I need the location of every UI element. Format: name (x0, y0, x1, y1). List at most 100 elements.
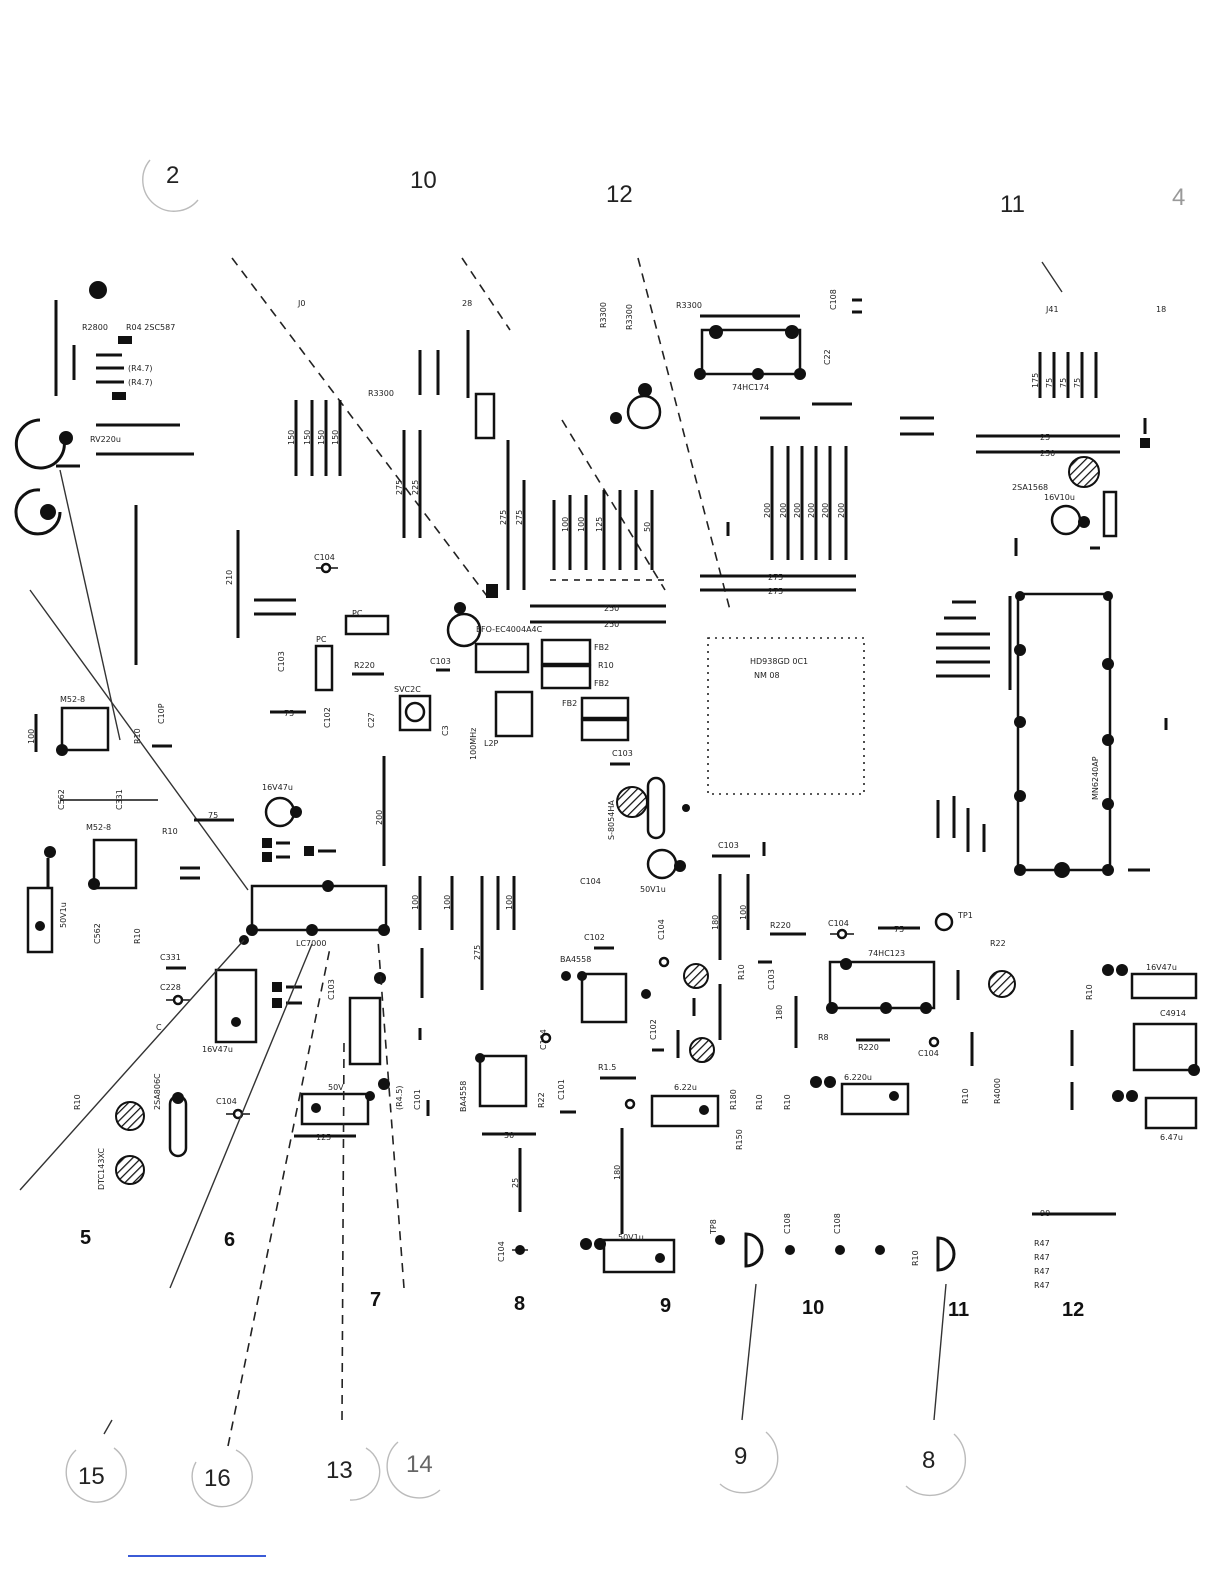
label-c331-b: C331 (160, 953, 181, 962)
svg-text:75: 75 (1045, 378, 1054, 388)
callout-bottom-9: 9 (719, 1431, 779, 1494)
label-rv: RV220u (90, 435, 121, 444)
leader-line (227, 947, 331, 1447)
svg-text:C3: C3 (441, 725, 450, 736)
svg-text:150: 150 (303, 430, 312, 445)
callout-label: 11 (1000, 191, 1025, 218)
callout-top-10: 10 (410, 167, 437, 194)
resistor-array-200: 200 200 200 200 200 200 (763, 446, 848, 560)
callout-label: 12 (606, 181, 633, 208)
label-m52-8-b: M52-8 (86, 823, 111, 832)
callout-label: 13 (326, 1457, 353, 1484)
svg-text:R4000: R4000 (993, 1078, 1002, 1104)
svg-text:200: 200 (793, 503, 802, 518)
section-number-12: 12 (1062, 1299, 1084, 1321)
callout-bottom-14: 14 (386, 1441, 441, 1499)
callout-label: 8 (922, 1447, 935, 1474)
label-r47-a: R47 (1034, 1239, 1050, 1248)
svg-text:250: 250 (604, 620, 619, 629)
svg-text:200: 200 (837, 503, 846, 518)
leader-line (231, 257, 491, 601)
leader-line (741, 1283, 757, 1421)
label-c228: C228 (160, 983, 181, 992)
section-number-6: 6 (224, 1229, 235, 1251)
label-c101-b: C101 (557, 1079, 566, 1100)
svg-text:R150: R150 (735, 1129, 744, 1150)
svg-text:50V1u: 50V1u (59, 902, 68, 928)
label-6-22u: 6.22u (674, 1083, 697, 1092)
svg-text:275: 275 (473, 945, 482, 960)
svg-text:100: 100 (577, 517, 586, 532)
chip-main-label-2: NM 08 (754, 671, 780, 680)
chip-ba4558-label: BA4558 (459, 1081, 468, 1112)
leader-line (561, 419, 666, 591)
svg-text:100: 100 (411, 895, 420, 910)
resistor-array-left: 150 150 150 150 (287, 400, 342, 476)
svg-text:200: 200 (375, 810, 384, 825)
label-r47-c: R47 (1034, 1267, 1050, 1276)
svg-text:200: 200 (821, 503, 830, 518)
callout-label: 16 (204, 1465, 231, 1492)
resistor-array-lower: 100 100 275 100 (411, 876, 516, 990)
label-fb2: FB2 (594, 643, 609, 652)
svg-text:275: 275 (499, 510, 508, 525)
svg-text:100: 100 (443, 895, 452, 910)
label-r220b: R220 (770, 921, 791, 930)
label-c101: C101 (413, 1089, 422, 1110)
svg-text:100: 100 (561, 517, 570, 532)
section-number-5: 5 (80, 1227, 91, 1249)
label-r3300: R3300 (368, 389, 394, 398)
label-c104-c: C104 (216, 1097, 237, 1106)
svg-text:75: 75 (1073, 378, 1082, 388)
svg-text:275: 275 (768, 587, 783, 596)
label-6-47u: 6.47u (1160, 1133, 1183, 1142)
svg-text:200: 200 (807, 503, 816, 518)
label-16v47u-b: 16V47u (202, 1045, 233, 1054)
svg-text:C562: C562 (93, 923, 102, 944)
label-r3300-d: R3300 (676, 301, 702, 310)
svg-text:FB2: FB2 (594, 679, 609, 688)
label-c104-b: C104 (580, 877, 601, 886)
svg-text:75: 75 (894, 925, 904, 934)
svg-text:50: 50 (504, 1131, 514, 1140)
leader-line (1041, 261, 1063, 293)
svg-text:150: 150 (331, 430, 340, 445)
svg-text:50: 50 (643, 522, 652, 532)
section-number-7: 7 (370, 1289, 381, 1311)
callout-label: 10 (410, 167, 437, 194)
svg-text:180: 180 (775, 1005, 784, 1020)
label-c102-b: C102 (649, 1019, 658, 1040)
label-c22: C22 (823, 349, 832, 365)
chip-mn6240ap: MN6240AP (1014, 591, 1114, 878)
callout-top-11: 11 (1000, 191, 1025, 218)
label-50v1u: 50V1u (640, 885, 666, 894)
callout-label: 4 (1172, 184, 1185, 211)
label-c108-c: C108 (833, 1213, 842, 1234)
leader-line (933, 1283, 947, 1421)
chip-ba4558-2 (561, 971, 628, 1024)
label-r220a: R220 (354, 661, 375, 670)
svg-text:200: 200 (779, 503, 788, 518)
svg-text:R10: R10 (755, 1094, 764, 1110)
svg-text:275: 275 (395, 480, 404, 495)
svg-text:175: 175 (1031, 373, 1040, 388)
section-number-11: 11 (948, 1299, 969, 1321)
callout-label: 2 (166, 162, 179, 189)
label-c103-d: C103 (718, 841, 739, 850)
svg-text:100: 100 (739, 905, 748, 920)
leader-line (377, 939, 405, 1289)
label-c103-f: C103 (767, 969, 776, 990)
callout-top-4: 4 (1172, 184, 1185, 211)
svg-text:250: 250 (604, 604, 619, 613)
chip-lc7000-label: LC7000 (296, 939, 326, 948)
svg-text:25: 25 (511, 1178, 520, 1188)
label-c103-c: C103 (612, 749, 633, 758)
label-c102: C102 (584, 933, 605, 942)
svg-text:R10: R10 (737, 964, 746, 980)
label-r47-b: R47 (1034, 1253, 1050, 1262)
svg-text:180: 180 (711, 915, 720, 930)
svg-text:100MHz: 100MHz (469, 728, 478, 760)
label-r10: R10 (598, 661, 614, 670)
section-number-10: 10 (802, 1297, 824, 1319)
label-l2p: L2P (484, 739, 499, 748)
